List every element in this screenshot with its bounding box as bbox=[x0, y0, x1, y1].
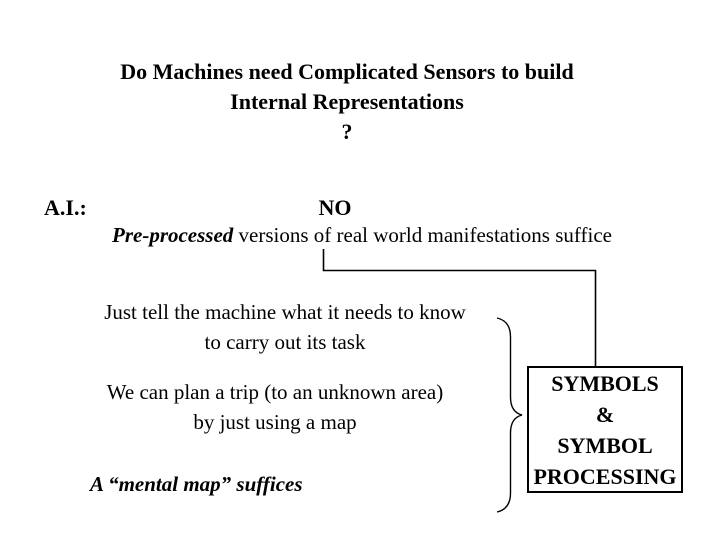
symbols-box-line-2: & bbox=[595, 402, 615, 427]
symbols-processing-box: SYMBOLS & SYMBOL PROCESSING bbox=[527, 366, 683, 493]
point-plan-trip: We can plan a trip (to an unknown area) … bbox=[50, 377, 500, 437]
point-plan-trip-line-2: by just using a map bbox=[193, 410, 357, 434]
point-plan-trip-line-1: We can plan a trip (to an unknown area) bbox=[106, 380, 444, 404]
point-tell-machine: Just tell the machine what it needs to k… bbox=[60, 297, 510, 357]
point-tell-machine-line-1: Just tell the machine what it needs to k… bbox=[104, 300, 466, 324]
symbols-box-line-3: SYMBOL bbox=[557, 433, 653, 458]
ai-label: A.I.: bbox=[44, 195, 87, 220]
point-tell-machine-line-2: to carry out its task bbox=[204, 330, 366, 354]
symbols-box-line-1: SYMBOLS bbox=[551, 371, 659, 396]
preprocessed-emphasis: Pre-processed bbox=[112, 223, 234, 247]
conclusion-mental-map: A “mental map” suffices bbox=[90, 472, 303, 496]
preprocessed-rest: versions of real world manifestations su… bbox=[233, 223, 612, 247]
title-line-2: Internal Representations bbox=[230, 89, 464, 114]
title-line-1: Do Machines need Complicated Sensors to … bbox=[120, 59, 574, 84]
answer-no: NO bbox=[318, 195, 352, 220]
title-line-3: ? bbox=[341, 119, 353, 144]
symbols-box-line-4: PROCESSING bbox=[533, 464, 677, 489]
slide-title: Do Machines need Complicated Sensors to … bbox=[87, 57, 607, 147]
preprocessed-line: Pre-processed versions of real world man… bbox=[112, 222, 612, 248]
